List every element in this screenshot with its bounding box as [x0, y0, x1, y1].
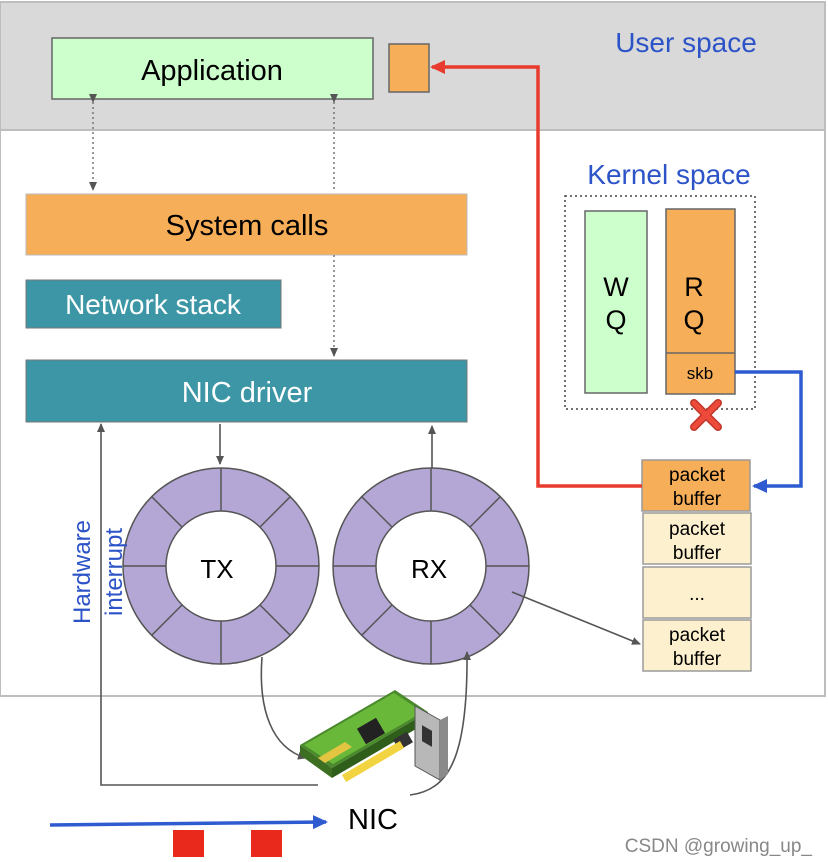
tx-ring-inner: [165, 510, 277, 622]
rx-ring-label: RX: [411, 554, 447, 584]
system-calls-box: [25, 193, 468, 256]
buffer4-line2: buffer: [673, 649, 722, 670]
buffer2-line1: packet: [669, 519, 726, 540]
copy-to-user-red-arrow: [430, 60, 642, 488]
watermark: CSDN @growing_up_: [625, 836, 813, 857]
write-queue-label-line1: W: [603, 272, 629, 302]
network-stack-box: [25, 279, 282, 329]
nic-to-rx-curve-arrow: [409, 651, 472, 796]
incoming-packets-arrow: [49, 815, 328, 830]
receive-queue-box: [665, 208, 736, 395]
buffer1-line2: buffer: [673, 489, 722, 510]
tx-to-nic-curve-arrow: [260, 656, 307, 760]
packet-buffer-2: [642, 512, 752, 565]
tx-ring-label: TX: [200, 554, 233, 584]
rx-to-packet-buffer-arrow: [511, 591, 641, 645]
rx-ring-divider: [361, 604, 393, 636]
receive-queue-label-line2: Q: [683, 305, 704, 335]
rx-ring-inner: [375, 510, 487, 622]
nic-driver-label: NIC driver: [182, 377, 313, 409]
user-space-label: User space: [615, 27, 757, 58]
skb-label: skb: [687, 364, 713, 383]
kernel-space-label: Kernel space: [587, 159, 750, 190]
rx-ring: [332, 467, 530, 665]
skb-to-buffer-blue-arrow: [735, 370, 803, 493]
hardware-interrupt-arrow: [97, 423, 318, 786]
rx-ring-divider: [469, 604, 501, 636]
nic-driver-box: [25, 359, 468, 423]
nic-card-icon: [300, 690, 448, 782]
packet-icon-2: [251, 830, 282, 857]
socket-queues-container: [564, 195, 756, 410]
packet-buffer-ellipsis: [642, 566, 752, 619]
application-label: Application: [141, 55, 283, 87]
write-queue-box: [584, 210, 648, 394]
buffer3-ellipsis: ...: [689, 584, 705, 605]
tx-ring-divider: [151, 496, 183, 528]
tx-ring: [122, 467, 320, 665]
write-queue-label-line2: Q: [605, 305, 626, 335]
rx-ring-divider: [469, 496, 501, 528]
buffer4-line1: packet: [669, 625, 726, 646]
packet-buffer-stack: packet buffer packet buffer ... packet b…: [641, 459, 752, 672]
drop-cross-icon: [690, 399, 722, 431]
hardware-interrupt-label-line2: interrupt: [101, 528, 128, 616]
packet-icon-1: [173, 830, 204, 857]
tx-ring-divider: [259, 604, 291, 636]
buffer1-line1: packet: [669, 465, 726, 486]
tx-ring-divider: [259, 496, 291, 528]
hardware-interrupt-label-line1: Hardware: [69, 520, 96, 624]
network-stack-label: Network stack: [65, 289, 242, 320]
application-box: [51, 37, 374, 100]
nic-label: NIC: [348, 804, 398, 836]
receive-queue-label-line1: R: [684, 272, 704, 302]
tx-ring-divider: [151, 604, 183, 636]
packet-buffer-active: [641, 459, 751, 512]
packet-buffer-4: [642, 619, 752, 672]
user-buffer-box: [388, 43, 430, 93]
system-calls-label: System calls: [166, 210, 329, 242]
buffer2-line2: buffer: [673, 543, 722, 564]
rx-ring-divider: [361, 496, 393, 528]
